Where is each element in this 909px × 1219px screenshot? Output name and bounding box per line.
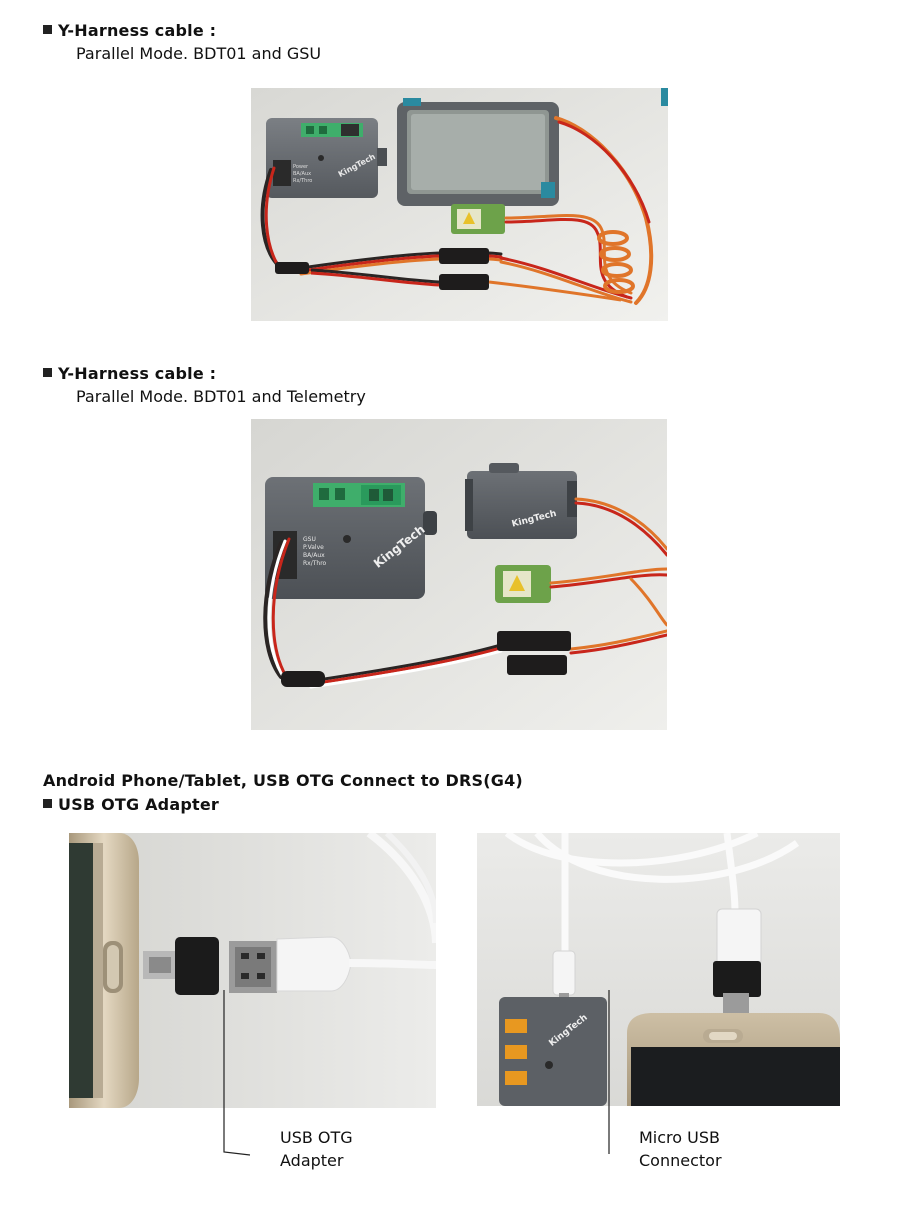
harness-connector xyxy=(497,631,571,651)
photo1-port-label: Rx/Thro xyxy=(293,178,312,184)
photo-usb-otg-adapter xyxy=(69,833,436,1108)
section-2-subtitle: Parallel Mode. BDT01 and Telemetry xyxy=(76,387,366,406)
callout-lines xyxy=(223,990,610,1156)
harness-connector xyxy=(439,274,489,290)
section-1-title-text: Y-Harness cable : xyxy=(58,21,217,40)
photo-bdt01-gsu-graphic: KingTech Power BA/Aux Rx/Thro xyxy=(251,88,668,321)
photo-micro-usb-connector: KingTech xyxy=(477,833,840,1106)
usb-otg-title-text: USB OTG Adapter xyxy=(58,795,219,814)
callout-usb-otg-adapter: USB OTG Adapter xyxy=(280,1126,353,1172)
photo2-port-label: Rx/Thro xyxy=(303,560,327,567)
usb-otg-title: USB OTG Adapter xyxy=(43,795,219,814)
bullet-square-icon xyxy=(43,799,52,808)
coiled-cable xyxy=(597,230,635,294)
harness-connector xyxy=(507,655,567,675)
callout-line-left xyxy=(223,990,251,1156)
section-1-title: Y-Harness cable : xyxy=(43,21,216,40)
callout-left-line-2: Adapter xyxy=(280,1151,344,1170)
cables xyxy=(263,497,667,689)
bdt01-module: KingTech Power BA/Aux Rx/Thro xyxy=(266,118,387,198)
photo1-port-label: Power xyxy=(293,164,309,170)
bullet-square-icon xyxy=(43,368,52,377)
photo-micro-usb-connector-graphic: KingTech xyxy=(477,833,840,1106)
drs-module: KingTech xyxy=(499,997,607,1106)
callout-right-line-1: Micro USB xyxy=(639,1128,720,1147)
harness-connector xyxy=(275,262,309,274)
usb-cables xyxy=(504,833,800,963)
section-1-subtitle: Parallel Mode. BDT01 and GSU xyxy=(76,44,322,63)
callout-line-right xyxy=(608,990,610,1154)
photo-bdt01-telemetry: KingTech GSU P.Valve BA/Aux Rx/Thro King… xyxy=(251,419,667,730)
photo-bdt01-telemetry-graphic: KingTech GSU P.Valve BA/Aux Rx/Thro King… xyxy=(251,419,667,730)
telemetry-module: KingTech xyxy=(465,463,577,539)
harness-connector xyxy=(281,671,325,687)
photo2-port-label: BA/Aux xyxy=(303,552,325,559)
callout-micro-usb-connector: Micro USB Connector xyxy=(639,1126,722,1172)
photo-usb-otg-adapter-graphic xyxy=(69,833,436,1108)
callout-left-line-1: USB OTG xyxy=(280,1128,353,1147)
phone xyxy=(69,833,139,1108)
bullet-square-icon xyxy=(43,25,52,34)
callout-right-line-2: Connector xyxy=(639,1151,722,1170)
section-2-title-text: Y-Harness cable : xyxy=(58,364,217,383)
otg-adapter xyxy=(175,937,219,995)
harness-connector xyxy=(439,248,489,264)
bdt01-module: KingTech GSU P.Valve BA/Aux Rx/Thro xyxy=(265,477,437,599)
photo1-port-label: BA/Aux xyxy=(293,171,311,177)
photo2-port-label: P.Valve xyxy=(303,544,324,551)
android-heading: Android Phone/Tablet, USB OTG Connect to… xyxy=(43,771,523,790)
photo-bdt01-gsu: KingTech Power BA/Aux Rx/Thro xyxy=(251,88,668,321)
gsu-display xyxy=(397,98,559,206)
phone xyxy=(627,1013,840,1106)
section-2-title: Y-Harness cable : xyxy=(43,364,216,383)
photo2-port-label: GSU xyxy=(303,536,316,543)
